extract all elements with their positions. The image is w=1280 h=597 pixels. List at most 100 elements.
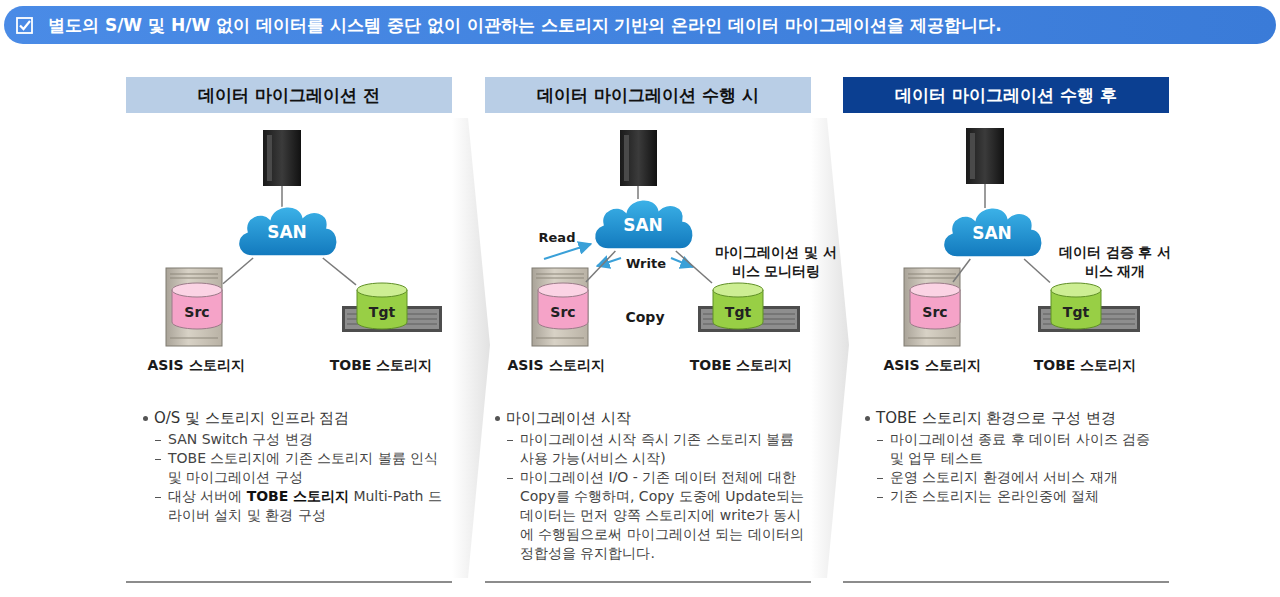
bullet-item: O/S 및 스토리지 인프라 점검 [140,409,445,428]
san-cloud: SAN [588,193,698,251]
connector [586,251,616,282]
storage-cylinder: Tgt [1050,282,1102,330]
read-arrow [544,244,591,259]
rule [126,581,452,583]
bullet-dot [495,416,500,421]
connector [323,258,356,285]
item-text: TOBE 스토리지에 기존 스토리지 볼륨 인식 및 마이그레이션 구성 [168,450,438,485]
sub-item: 운영 스토리지 환경에서 서비스 재개 [862,468,1167,487]
cylinder-top [713,283,763,297]
header-text: 데이터 마이그레이션 전 [198,84,380,107]
bottom-rules [126,581,1169,583]
bullet-dot [143,416,148,421]
storage-cylinder: Src [171,282,223,330]
bullet-dash [507,440,513,441]
chevron [452,118,490,578]
tower-face [970,133,975,179]
bullet-item: TOBE 스토리지 환경으로 구성 변경 [862,409,1167,428]
diagram-label: TOBE 스토리지 [311,356,451,375]
cylinder-top [172,283,222,297]
rule [843,581,1169,583]
connector [676,251,712,283]
item-text: TOBE 스토리지 환경으로 구성 변경 [876,409,1116,427]
server-case [532,268,588,346]
cloud-text: SAN [267,222,307,242]
header-text: 데이터 마이그레이션 수행 시 [537,84,759,107]
bullet-dash [877,440,883,441]
check-box [17,18,32,33]
connector [1024,259,1050,283]
item-text: 기존 스토리지는 온라인중에 절체 [890,488,1099,504]
check-icon [16,17,33,34]
bullet-dash [155,459,161,460]
cylinder-top [910,283,960,297]
storage-cylinder: Src [909,282,961,330]
title-text: 별도의 S/W 및 H/W 없이 데이터를 시스템 중단 없이 이관하는 스토리… [48,6,1002,44]
diagram-label: Write [623,254,669,273]
server-tower [263,128,1004,186]
bullet-dash [155,497,161,498]
rule [485,581,811,583]
cylinder-text: Tgt [725,304,751,320]
item-text: 마이그레이션 시작 즉시 기존 스토리지 볼륨 사용 가능(서비스 시작) [520,431,794,466]
bullet-list: O/S 및 스토리지 인프라 점검 SAN Switch 구성 변경 TOBE 스토… [140,409,445,525]
header-text: 데이터 마이그레이션 수행 후 [895,84,1117,107]
item-text: 운영 스토리지 환경에서 서비스 재개 [890,469,1118,485]
title-banner: 별도의 S/W 및 H/W 없이 데이터를 시스템 중단 없이 이관하는 스토리… [4,6,1276,44]
storage-cylinder: Tgt [712,282,764,330]
cylinder-top [538,283,588,297]
stage-header: 데이터 마이그레이션 전 [126,77,452,113]
bullet-item: 마이그레이션 시작 [492,409,804,428]
bullet-dot [865,416,870,421]
sub-item: 마이그레이션 종료 후 데이터 사이즈 검증 및 업무 테스트 [862,430,1167,468]
tower-body [966,128,1004,184]
cylinder-text: Src [184,304,209,320]
san-cloud: SAN [937,201,1047,259]
cylinder-text: Tgt [369,304,395,320]
item-text: 마이그레이션 종료 후 데이터 사이즈 검증 및 업무 테스트 [890,431,1150,466]
storage-cylinder: Tgt [356,282,408,330]
bullet-list: TOBE 스토리지 환경으로 구성 변경마이그레이션 종료 후 데이터 사이즈 … [862,409,1167,506]
item-text: O/S 및 스토리지 인프라 점검 [154,409,349,427]
diagram-label: 마이그레이션 및 서비스 모니터링 [713,243,839,281]
bullet-dash [877,478,883,479]
cylinder-top [1051,283,1101,297]
cloud-outline [238,207,337,256]
cylinder-text: Src [550,304,575,320]
diagram-label: Read [527,228,587,247]
bullet-dash [155,440,161,441]
write-arrow [597,258,621,266]
sub-item: 기존 스토리지는 온라인중에 절체 [862,487,1167,506]
check-tick [20,21,30,29]
item-text: SAN Switch 구성 변경 [168,431,313,447]
cloud-outline [943,208,1042,257]
diagram-label: TOBE 스토리지 [671,356,811,375]
tower-face [624,135,629,181]
diagram-label: ASIS 스토리지 [862,356,1002,375]
storage-cylinder: Src [537,282,589,330]
item-text: 마이그레이션 I/O - 기존 데이터 전체에 대한 Copy를 수행하며, C… [520,469,804,561]
diagram-label: ASIS 스토리지 [486,356,626,375]
chevron [811,118,849,578]
stage-header: 데이터 마이그레이션 수행 후 [843,77,1169,113]
asis-server [166,268,960,346]
server-case [166,268,222,346]
connector [953,259,970,282]
server-case [904,268,960,346]
bullet-dash [877,497,883,498]
cylinder-top [357,283,407,297]
cloud-text: SAN [972,223,1012,243]
diagram-label: ASIS 스토리지 [126,356,266,375]
san-cloud: SAN [232,200,342,258]
sub-item: 대상 서버에TOBE 스토리지Multi-Path 드라이버 설치 및 환경 구… [140,487,445,525]
tower-body [620,130,657,186]
cloud-text: SAN [623,215,663,235]
diagram-label: TOBE 스토리지 [1015,356,1155,375]
item-text: TOBE 스토리지 [247,488,350,504]
stage-chevrons [452,118,849,578]
cloud-outline [594,200,693,249]
server-vents [170,274,956,338]
host-line [984,184,986,208]
